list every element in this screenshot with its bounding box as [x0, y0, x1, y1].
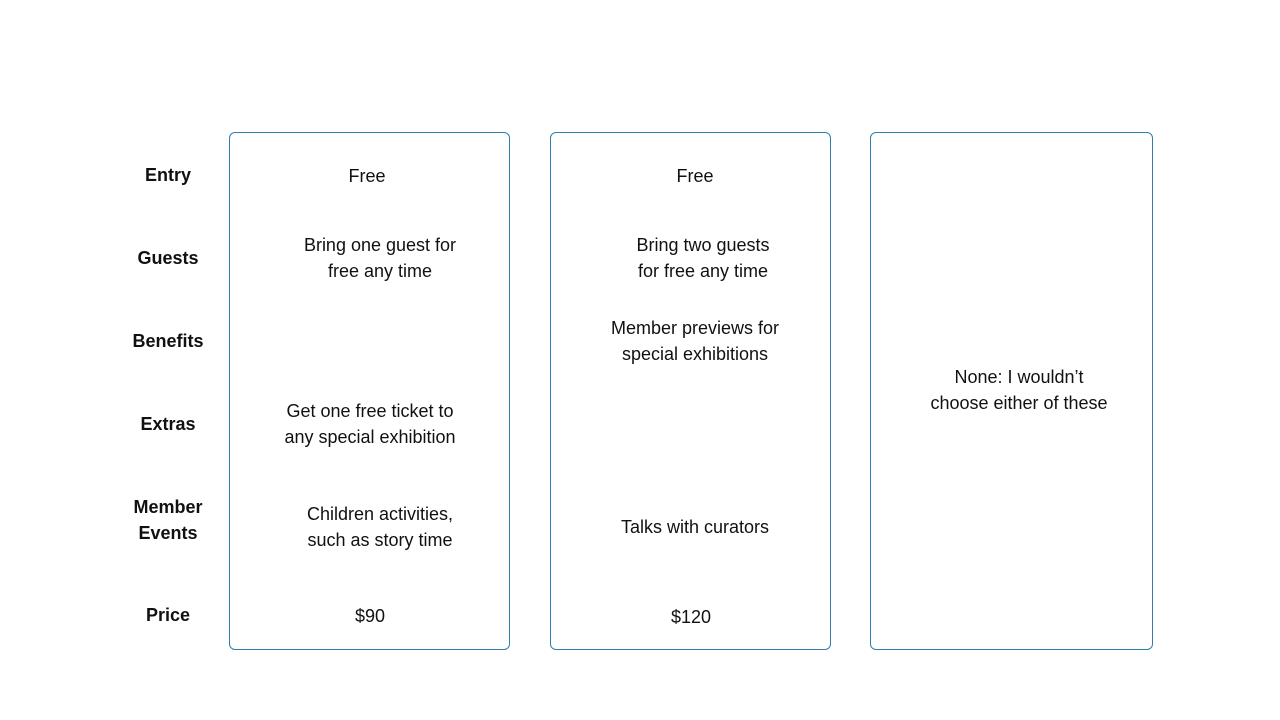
option-2-guests: Bring two guests for free any time	[593, 232, 813, 284]
option-none-line1: None: I wouldn’t	[954, 367, 1084, 387]
option-card-none[interactable]: None: I wouldn’t choose either of these	[870, 132, 1153, 650]
option-2-benefits-line1: Member previews for	[610, 318, 780, 338]
option-1-extras-line1: Get one free ticket to	[286, 401, 454, 421]
option-1-guests-line1: Bring one guest for	[303, 235, 457, 255]
option-1-price: $90	[354, 606, 386, 626]
option-1-events-line2: such as story time	[307, 530, 453, 550]
row-label-member-events-line1: Member	[133, 497, 203, 517]
row-label-benefits: Benefits	[132, 331, 204, 351]
option-1-member-events: Children activities, such as story time	[270, 501, 490, 553]
option-1-guests: Bring one guest for free any time	[270, 232, 490, 284]
row-label-entry: Entry	[144, 165, 191, 185]
option-card-1[interactable]: Free Bring one guest for free any time G…	[229, 132, 510, 650]
option-1-events-line1: Children activities,	[306, 504, 454, 524]
row-label-member-events: Member Events	[108, 494, 228, 546]
row-label-guests: Guests	[137, 248, 199, 268]
option-2-entry: Free	[676, 166, 714, 186]
option-1-entry: Free	[348, 166, 386, 186]
option-2-guests-line2: for free any time	[637, 261, 769, 281]
option-2-price: $120	[670, 607, 712, 627]
option-2-benefits-line2: special exhibitions	[621, 344, 769, 364]
option-1-guests-line2: free any time	[327, 261, 433, 281]
row-label-price: Price	[145, 605, 191, 625]
option-2-member-events: Talks with curators	[620, 517, 770, 537]
option-1-extras-line2: any special exhibition	[284, 427, 456, 447]
option-none-line2: choose either of these	[930, 393, 1108, 413]
option-card-2[interactable]: Free Bring two guests for free any time …	[550, 132, 831, 650]
option-2-guests-line1: Bring two guests	[636, 235, 770, 255]
row-label-member-events-line2: Events	[138, 523, 198, 543]
option-none-label: None: I wouldn’t choose either of these	[908, 364, 1130, 416]
option-2-benefits: Member previews for special exhibitions	[585, 315, 805, 367]
option-1-extras: Get one free ticket to any special exhib…	[260, 398, 480, 450]
row-label-extras: Extras	[140, 414, 196, 434]
